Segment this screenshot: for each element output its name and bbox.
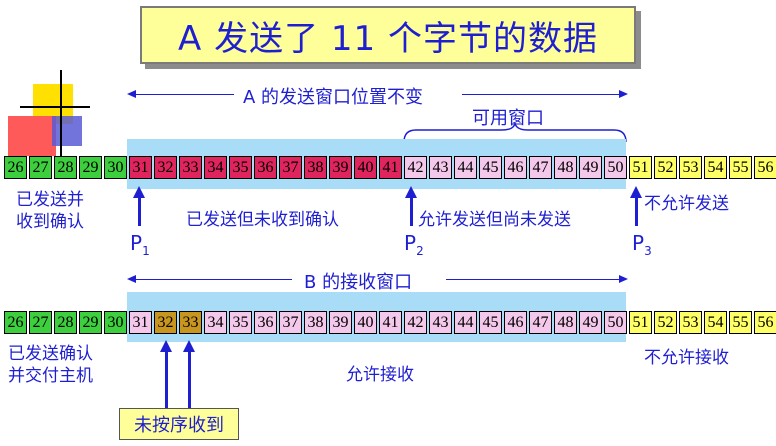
a-byte-33: 33 (179, 156, 202, 179)
a-byte-31: 31 (129, 156, 152, 179)
b-byte-50: 50 (604, 311, 627, 334)
b-byte-33: 33 (179, 311, 202, 334)
b-byte-40: 40 (354, 311, 377, 334)
b-byte-26: 26 (4, 311, 27, 334)
a-byte-55: 55 (729, 156, 752, 179)
p2-label: P2 (404, 231, 424, 258)
a-byte-46: 46 (504, 156, 527, 179)
a-byte-48: 48 (554, 156, 577, 179)
b-byte-29: 29 (79, 311, 102, 334)
b-label-allowed: 允许接收 (346, 360, 414, 385)
b-byte-41: 41 (379, 311, 402, 334)
b-byte-45: 45 (479, 311, 502, 334)
b-label-delivered: 已发送确认 并交付主机 (8, 343, 93, 387)
b-byte-39: 39 (329, 311, 352, 334)
a-byte-40: 40 (354, 156, 377, 179)
p1-label: P1 (130, 231, 150, 258)
p1-arrow-shaft (138, 196, 141, 226)
a-byte-47: 47 (529, 156, 552, 179)
b-window-label: B 的接收窗口 (304, 268, 412, 294)
a-byte-53: 53 (679, 156, 702, 179)
b-byte-49: 49 (579, 311, 602, 334)
a-byte-56: 56 (754, 156, 776, 179)
p3-arrow-shaft (635, 196, 638, 226)
p3-label: P3 (632, 231, 652, 258)
b-byte-46: 46 (504, 311, 527, 334)
b-byte-53: 53 (679, 311, 702, 334)
page-title: A 发送了 11 个字节的数据 (140, 6, 636, 64)
b-byte-27: 27 (29, 311, 52, 334)
a-byte-50: 50 (604, 156, 627, 179)
a-byte-44: 44 (454, 156, 477, 179)
a-label-sent-acked: 已发送并 收到确认 (16, 189, 84, 233)
a-byte-39: 39 (329, 156, 352, 179)
b-byte-36: 36 (254, 311, 277, 334)
out-of-order-arrow-shaft-32 (165, 350, 168, 408)
b-label-not-allowed: 不允许接收 (644, 343, 729, 368)
out-of-order-arrow-shaft-33 (188, 350, 191, 408)
a-byte-51: 51 (629, 156, 652, 179)
a-byte-54: 54 (704, 156, 727, 179)
a-byte-41: 41 (379, 156, 402, 179)
b-byte-32: 32 (154, 311, 177, 334)
b-byte-56: 56 (754, 311, 776, 334)
a-byte-37: 37 (279, 156, 302, 179)
p2-arrow-shaft (410, 196, 413, 226)
b-byte-31: 31 (129, 311, 152, 334)
b-byte-52: 52 (654, 311, 677, 334)
out-of-order-note: 未按序收到 (119, 408, 239, 440)
a-byte-32: 32 (154, 156, 177, 179)
decorative-logo (0, 70, 110, 170)
a-label-not-allowed: 不允许发送 (644, 189, 729, 214)
b-byte-55: 55 (729, 311, 752, 334)
b-byte-51: 51 (629, 311, 652, 334)
a-window-right-arrow (619, 90, 628, 98)
a-window-label: A 的发送窗口位置不变 (243, 83, 423, 109)
b-byte-34: 34 (204, 311, 227, 334)
a-byte-38: 38 (304, 156, 327, 179)
a-byte-45: 45 (479, 156, 502, 179)
a-label-allowed: 允许发送但尚未发送 (418, 205, 571, 230)
a-byte-30: 30 (104, 156, 127, 179)
a-byte-52: 52 (654, 156, 677, 179)
b-byte-37: 37 (279, 311, 302, 334)
a-window-line-left (134, 94, 234, 95)
a-byte-27: 27 (29, 156, 52, 179)
a-byte-28: 28 (54, 156, 77, 179)
b-byte-44: 44 (454, 311, 477, 334)
a-byte-29: 29 (79, 156, 102, 179)
b-byte-48: 48 (554, 311, 577, 334)
a-byte-49: 49 (579, 156, 602, 179)
a-byte-43: 43 (429, 156, 452, 179)
b-window-line-left (134, 279, 292, 280)
a-window-line-right (462, 94, 620, 95)
a-byte-42: 42 (404, 156, 427, 179)
b-byte-42: 42 (404, 311, 427, 334)
b-byte-28: 28 (54, 311, 77, 334)
b-byte-54: 54 (704, 311, 727, 334)
a-byte-26: 26 (4, 156, 27, 179)
b-byte-47: 47 (529, 311, 552, 334)
a-byte-34: 34 (204, 156, 227, 179)
a-byte-36: 36 (254, 156, 277, 179)
b-window-line-right (446, 279, 620, 280)
a-byte-35: 35 (229, 156, 252, 179)
b-byte-43: 43 (429, 311, 452, 334)
a-label-sent-unacked: 已发送但未收到确认 (186, 205, 339, 230)
b-byte-38: 38 (304, 311, 327, 334)
b-window-right-arrow (619, 275, 628, 283)
b-byte-35: 35 (229, 311, 252, 334)
b-byte-30: 30 (104, 311, 127, 334)
